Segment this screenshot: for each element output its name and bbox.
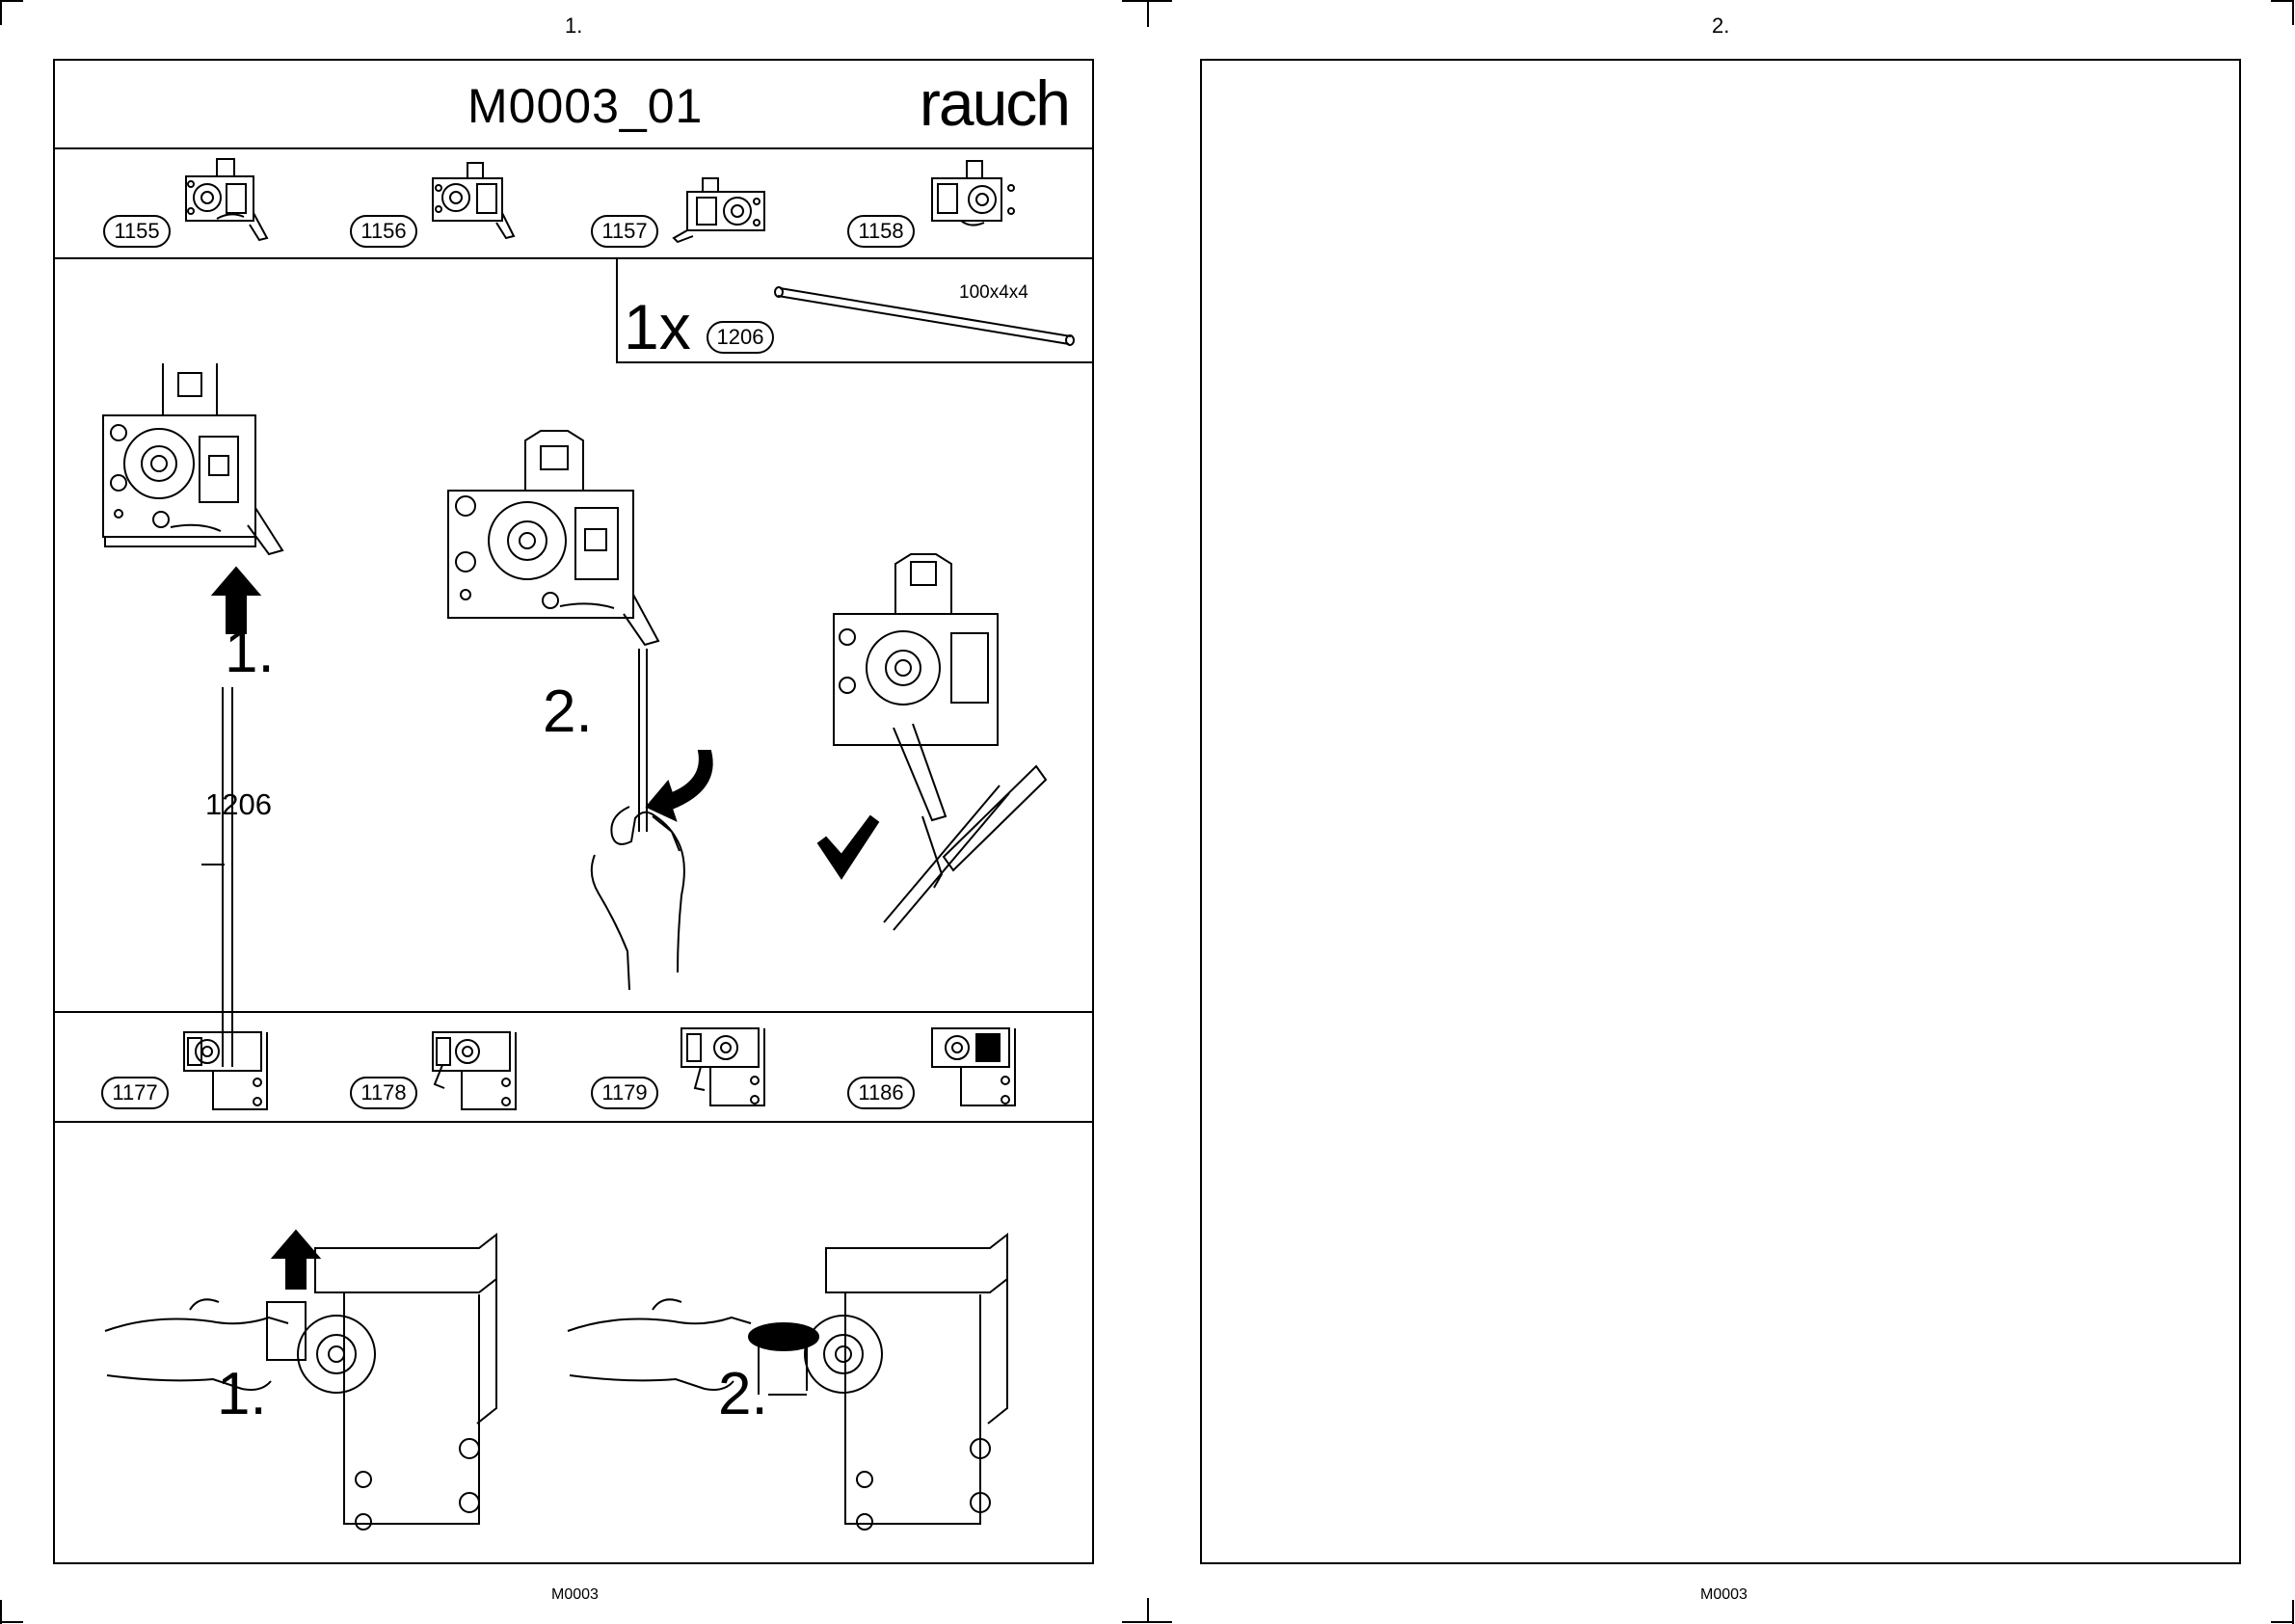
variant-badge: 1156 — [350, 215, 417, 248]
crop-mark — [1147, 1598, 1149, 1623]
variant-badge: 1186 — [847, 1077, 915, 1109]
part-quantity: 1x — [624, 290, 691, 363]
instruction-sheet: M0003_01 rauch 1155 1156 1157 1158 — [53, 59, 1094, 1564]
hand-icon — [105, 1299, 288, 1390]
crop-mark — [2292, 0, 2294, 25]
bottom-step-illustrations — [55, 1123, 1092, 1562]
crop-mark — [0, 0, 23, 2]
fitting-thumbnail — [178, 149, 284, 255]
variant-badge: 1157 — [591, 215, 658, 248]
page-number-right: 2. — [1712, 13, 1729, 39]
fitting-thumbnail — [668, 1013, 774, 1119]
footer-right: M0003 — [1700, 1586, 1748, 1604]
brand-logo: rauch — [920, 67, 1069, 140]
fitting-thumbnail — [174, 1013, 280, 1119]
hand-icon — [592, 807, 684, 990]
step-illustrations — [55, 363, 1092, 1067]
fitting-thumbnail — [423, 1013, 529, 1119]
fitting-thumbnail — [922, 149, 1028, 255]
variant-badge: 1155 — [103, 215, 171, 248]
rotate-arrow-icon — [647, 751, 712, 820]
fitting-thumbnail — [668, 149, 784, 255]
crop-mark — [0, 1621, 23, 1623]
variant-badge: 1179 — [591, 1077, 658, 1109]
fitting-thumbnail — [922, 1013, 1028, 1119]
part-badge: 1206 — [707, 321, 774, 354]
footer-left: M0003 — [551, 1586, 599, 1604]
up-arrow-icon — [273, 1231, 319, 1289]
variant-badge: 1178 — [350, 1077, 417, 1109]
parts-box: 1x 1206 100x4x4 — [616, 257, 1094, 363]
checkmark-icon — [818, 816, 878, 878]
crop-mark — [0, 0, 2, 25]
crop-mark — [2271, 1621, 2294, 1623]
up-arrow-icon — [213, 568, 259, 633]
blank-page-frame — [1200, 59, 2241, 1564]
rod-part-drawing — [772, 277, 1090, 354]
variant-badge: 1177 — [101, 1077, 169, 1109]
crop-mark — [2292, 1600, 2294, 1624]
sheet-title: M0003_01 — [467, 78, 703, 134]
hand-icon — [568, 1299, 751, 1390]
crop-mark — [1147, 0, 1149, 27]
crop-mark — [2271, 0, 2294, 2]
fitting-thumbnail — [425, 149, 531, 255]
page-number-left: 1. — [565, 13, 582, 39]
variant-badge: 1158 — [847, 215, 915, 248]
